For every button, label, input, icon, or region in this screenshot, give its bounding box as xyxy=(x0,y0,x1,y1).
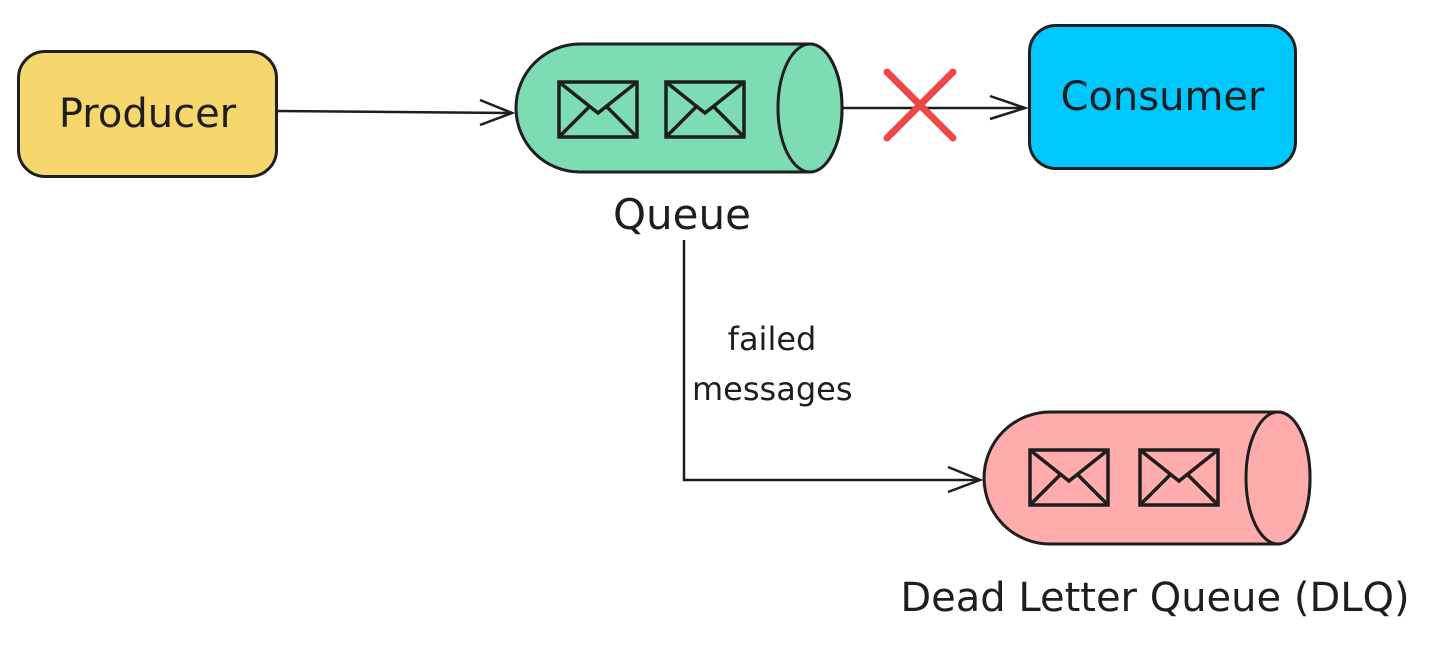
arrow-queue-to-consumer xyxy=(842,94,1030,121)
producer-node: Producer xyxy=(17,50,278,178)
arrow-producer-to-queue xyxy=(276,98,516,127)
dlq-cylinder xyxy=(982,410,1312,546)
consumer-node: Consumer xyxy=(1028,24,1297,170)
queue-label: Queue xyxy=(613,190,751,239)
edge-label-line2: messages xyxy=(692,370,853,408)
edge-label-line1: failed xyxy=(727,320,817,358)
failure-x-icon xyxy=(883,68,957,142)
producer-label: Producer xyxy=(58,91,237,137)
dlq-label: Dead Letter Queue (DLQ) xyxy=(900,575,1410,621)
consumer-label: Consumer xyxy=(1060,74,1265,120)
arrow-queue-to-dlq xyxy=(682,240,984,494)
queue-cylinder xyxy=(514,42,844,174)
